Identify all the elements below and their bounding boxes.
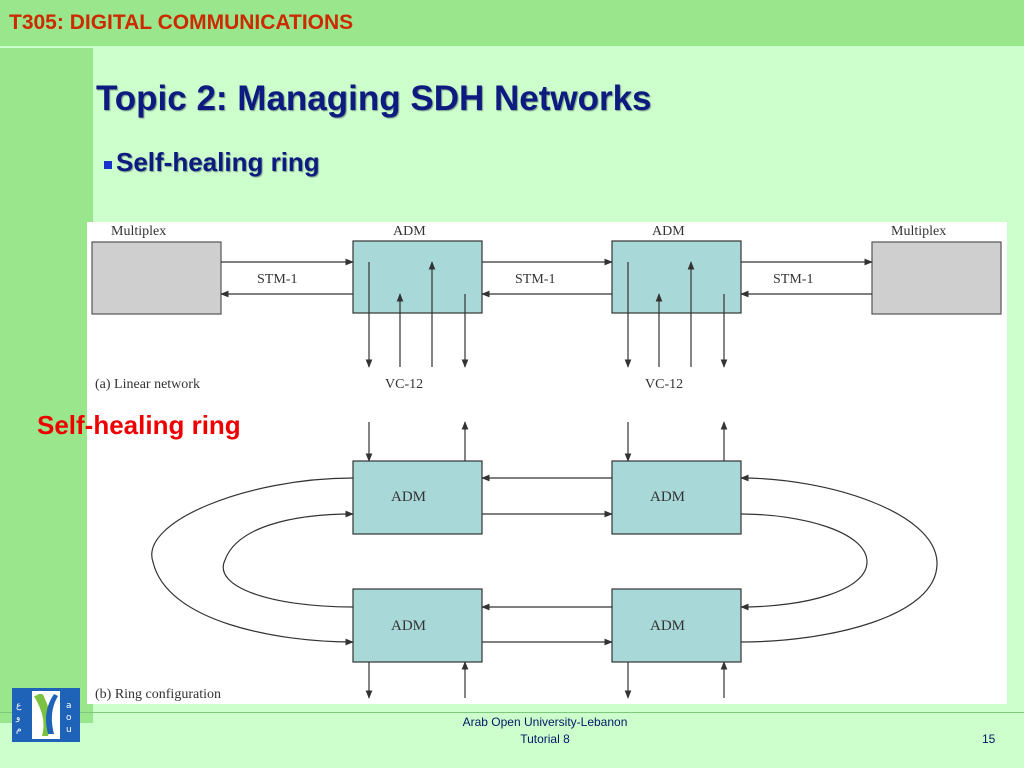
left-sidebar-bar — [0, 48, 93, 723]
adm-ring-bottom-left-box — [352, 588, 483, 663]
linear-network — [91, 240, 1002, 368]
page-number: 15 — [982, 732, 996, 746]
adm-ring-top-left-label: ADM — [391, 489, 426, 505]
adm-ring-top-right-box — [611, 460, 742, 535]
adm-right-label: ADM — [652, 224, 685, 239]
svg-text:o: o — [66, 713, 72, 723]
svg-text:ع: ع — [16, 701, 22, 711]
university-logo: ع ﻭ ﻡ a o u — [12, 688, 80, 742]
multiplex-right-box — [871, 241, 1002, 315]
stm-label-left: STM-1 — [257, 272, 297, 287]
svg-text:u: u — [66, 725, 72, 735]
course-title: T305: DIGITAL COMMUNICATIONS — [9, 11, 354, 34]
linear-caption: (a) Linear network — [95, 377, 200, 392]
ring-labels: ADM ADM ADM ADM (b) Ring configuration — [95, 489, 685, 702]
stm-label-mid: STM-1 — [515, 272, 555, 287]
bullet-text: Self-healing ring — [116, 147, 320, 177]
multiplex-left-box — [91, 241, 222, 315]
adm-left-label: ADM — [393, 224, 426, 239]
ring-caption: (b) Ring configuration — [95, 687, 221, 702]
footer-tutorial: Tutorial 8 — [520, 732, 570, 746]
ring-right-inner-arc — [740, 513, 868, 611]
footer-divider — [0, 712, 1024, 713]
vc-label-right: VC-12 — [645, 377, 683, 392]
adm-ring-top-right-label: ADM — [650, 489, 685, 505]
adm-ring-bottom-right-label: ADM — [650, 618, 685, 634]
self-healing-callout: Self-healing ring — [37, 410, 241, 440]
multiplex-right-label: Multiplex — [891, 224, 946, 239]
sdh-diagram-svg: Multiplex ADM ADM Multiplex STM-1 STM-1 … — [91, 224, 1002, 702]
bullet-item: Self-healing ring — [104, 147, 320, 178]
slide-title: Topic 2: Managing SDH Networks — [96, 79, 652, 118]
footer-text: Arab Open University-Lebanon Tutorial 8 — [400, 714, 690, 748]
adm-ring-bottom-right-box — [611, 588, 742, 663]
bullet-square-icon — [104, 161, 112, 169]
footer-org: Arab Open University-Lebanon — [462, 715, 628, 729]
ring-right-outer-arc — [740, 474, 938, 643]
svg-text:ﻡ: ﻡ — [16, 725, 22, 735]
adm-ring-bottom-left-label: ADM — [391, 618, 426, 634]
vc-label-left: VC-12 — [385, 377, 423, 392]
adm-ring-top-left-box — [352, 460, 483, 535]
sdh-network-figure: Multiplex ADM ADM Multiplex STM-1 STM-1 … — [87, 222, 1007, 704]
logo-icon: ع ﻭ ﻡ a o u — [12, 688, 80, 742]
ring-network — [151, 421, 938, 699]
multiplex-left-label: Multiplex — [111, 224, 166, 239]
adm-left-box — [352, 240, 483, 314]
svg-text:a: a — [66, 701, 72, 711]
linear-labels: Multiplex ADM ADM Multiplex STM-1 STM-1 … — [95, 224, 946, 392]
svg-text:ﻭ: ﻭ — [15, 713, 20, 723]
header-bar — [0, 0, 1024, 46]
stm-label-right: STM-1 — [773, 272, 813, 287]
ring-left-inner-arc — [222, 510, 354, 608]
ring-left-outer-arc — [151, 477, 354, 646]
adm-right-box — [611, 240, 742, 314]
